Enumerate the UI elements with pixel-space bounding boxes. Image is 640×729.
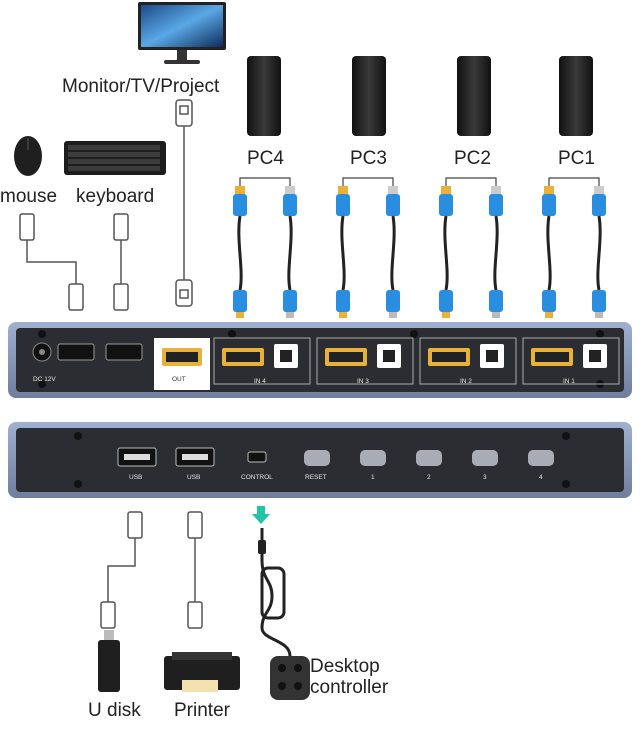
monitor-hdmi-cable xyxy=(175,99,193,307)
mouse-icon xyxy=(14,136,42,176)
pc-icons xyxy=(247,56,593,136)
arrow-down-icon xyxy=(252,506,270,524)
kvm-back-panel xyxy=(8,322,632,398)
udisk-usb-cable xyxy=(100,511,143,629)
printer-icon xyxy=(164,652,240,692)
in1-label: IN 1 xyxy=(563,378,575,385)
printer-usb-cable xyxy=(187,511,203,629)
control-label: CONTROL xyxy=(241,474,273,481)
usb1-label: USB xyxy=(129,474,143,481)
printer-label: Printer xyxy=(174,700,230,721)
usb2-label: USB xyxy=(187,474,201,481)
mouse-label: mouse xyxy=(0,186,58,207)
mouse-usb-cable xyxy=(19,213,84,311)
udisk-label: U disk xyxy=(88,700,141,721)
in3-label: IN 3 xyxy=(357,378,369,385)
desktop-controller-icon xyxy=(258,528,310,700)
kvm-front-panel xyxy=(8,422,632,498)
out-label: OUT xyxy=(172,376,186,383)
in2-label: IN 2 xyxy=(460,378,472,385)
keyboard-usb-cable xyxy=(113,213,129,311)
pc2-label: PC2 xyxy=(454,148,491,169)
keyboard-label: keyboard xyxy=(76,186,155,207)
dc-label: DC 12V xyxy=(33,376,56,383)
pc1-label: PC1 xyxy=(558,148,595,169)
reset-label: RESET xyxy=(305,474,327,481)
button-1-label: 1 xyxy=(371,474,375,481)
desktop-controller-label: Desktop controller xyxy=(310,656,389,698)
button-2-label: 2 xyxy=(427,474,431,481)
keyboard-icon xyxy=(64,141,166,175)
monitor-label: Monitor/TV/Project xyxy=(62,76,220,97)
usb-drive-icon xyxy=(98,630,120,692)
button-4-label: 4 xyxy=(539,474,543,481)
pc3-label: PC3 xyxy=(350,148,387,169)
pc4-label: PC4 xyxy=(247,148,284,169)
in4-label: IN 4 xyxy=(254,378,266,385)
button-3-label: 3 xyxy=(483,474,487,481)
pc-cables xyxy=(233,177,608,320)
monitor-icon xyxy=(138,2,226,64)
